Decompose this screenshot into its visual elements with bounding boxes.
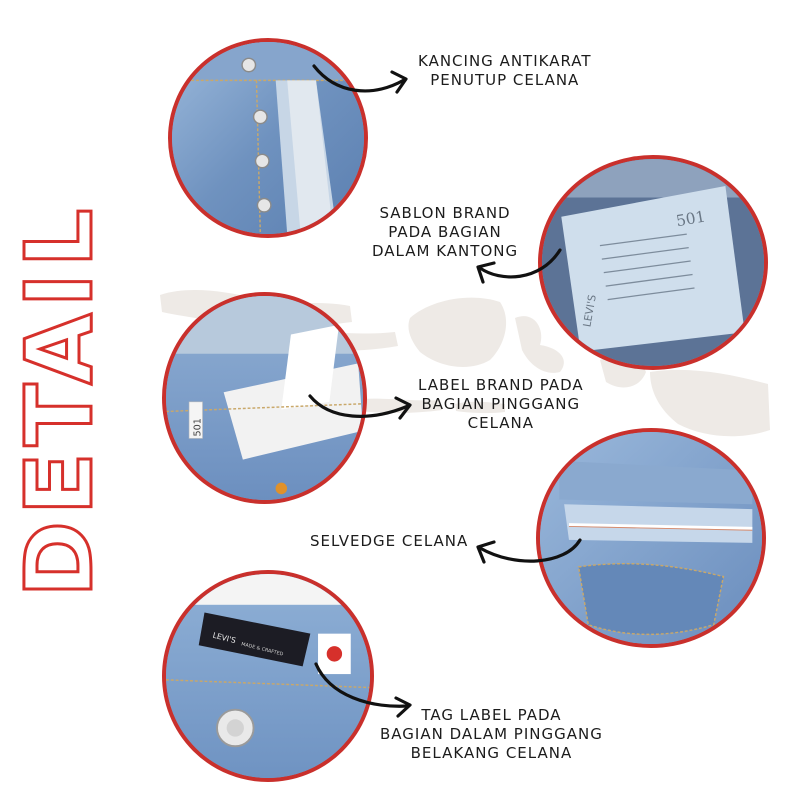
back-tag-photo: LEVI'S MADE & CRAFTED [162, 570, 374, 782]
caption-selvedge: SELVEDGE CELANA [310, 532, 468, 551]
caption-line: BAGIAN DALAM PINGGANG [380, 725, 603, 743]
caption-line: CELANA [467, 414, 535, 432]
caption-line: KANCING ANTIKARAT [418, 52, 592, 70]
caption-line: BELAKANG CELANA [410, 744, 573, 762]
caption-line: DALAM KANTONG [372, 242, 519, 260]
side-title-text: DETAIL [5, 201, 115, 599]
caption-pocket-print: SABLON BRAND PADA BAGIAN DALAM KANTONG [372, 204, 518, 261]
caption-fly-buttons: KANCING ANTIKARAT PENUTUP CELANA [418, 52, 592, 90]
caption-line: PADA BAGIAN [388, 223, 502, 241]
caption-back-tag: TAG LABEL PADA BAGIAN DALAM PINGGANG BEL… [380, 706, 603, 763]
pocket-model-print: 501 [675, 208, 707, 231]
caption-line: SELVEDGE CELANA [310, 532, 469, 550]
pocket-print-photo: LEVI'S 501 [538, 155, 768, 370]
caption-waist-label: LABEL BRAND PADA BAGIAN PINGGANG CELANA [418, 376, 584, 433]
side-title: DETAIL [5, 120, 115, 680]
caption-line: SABLON BRAND [379, 204, 511, 222]
selvedge-photo [536, 428, 766, 648]
caption-line: PENUTUP CELANA [430, 71, 580, 89]
caption-line: BAGIAN PINGGANG [421, 395, 581, 413]
pocket-brand-print: LEVI'S [581, 294, 599, 328]
caption-line: TAG LABEL PADA [421, 706, 562, 724]
caption-line: LABEL BRAND PADA [418, 376, 584, 394]
waist-label-print: 501 [193, 418, 204, 436]
fly-buttons-photo [168, 38, 368, 238]
waist-label-photo: 501 [162, 292, 367, 504]
